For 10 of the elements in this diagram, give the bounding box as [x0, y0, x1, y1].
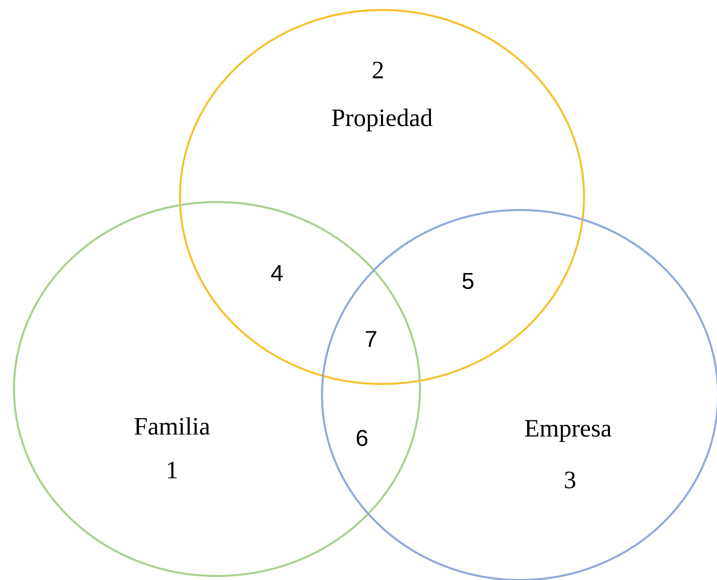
set-label: 2	[372, 62, 383, 78]
set-label: Familia	[134, 417, 210, 435]
region-number: 7	[366, 331, 376, 347]
set-label: 1	[168, 462, 177, 478]
region-number: 5	[462, 272, 474, 289]
set-label: 3	[564, 472, 576, 488]
region-number: 6	[356, 430, 368, 446]
set-label: Empresa	[525, 420, 612, 442]
region-number: 4	[271, 265, 283, 281]
set-label: Propiedad	[332, 108, 432, 132]
